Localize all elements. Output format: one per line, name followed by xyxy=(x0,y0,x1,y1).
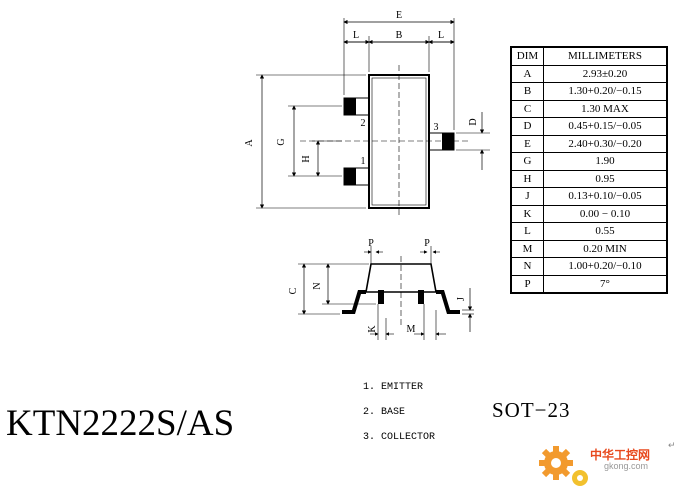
pin-number-1: 1 xyxy=(361,156,366,167)
label-c: C xyxy=(288,287,299,294)
pin-item-collector: 3. COLLECTOR xyxy=(363,432,436,443)
svg-text:↵: ↵ xyxy=(668,440,676,450)
header-dim: DIM xyxy=(510,46,544,66)
pin-list: 1. EMITTER 2. BASE 3. COLLECTOR xyxy=(363,382,435,457)
pin-item-base: 2. BASE xyxy=(363,407,406,418)
side-lead-right xyxy=(436,290,460,314)
header-millimeters: MILLIMETERS xyxy=(543,46,668,66)
millimeters-cell: 0.13+0.10/−0.05 xyxy=(543,187,668,206)
label-e: E xyxy=(396,10,402,21)
pin-number-3: 3 xyxy=(434,122,439,133)
label-p-left: P xyxy=(368,238,374,249)
millimeters-cell: 7° xyxy=(543,274,668,294)
package-name: SOT−23 xyxy=(492,398,571,422)
label-m: M xyxy=(407,324,416,335)
label-h: H xyxy=(301,155,312,162)
millimeters-cell: 2.40+0.30/−0.20 xyxy=(543,134,668,153)
label-l-right: L xyxy=(438,30,444,41)
pin-number-2: 2 xyxy=(361,118,366,129)
millimeters-cell: 2.93±0.20 xyxy=(543,64,668,83)
table-header-row: DIM MILLIMETERS xyxy=(510,46,668,66)
label-b: B xyxy=(396,30,403,41)
label-k: K xyxy=(367,325,378,333)
label-l-left: L xyxy=(353,30,359,41)
label-n: N xyxy=(312,282,323,289)
watermark-url: gkong.com xyxy=(604,461,649,471)
millimeters-cell: 0.95 xyxy=(543,169,668,188)
pin-item-emitter: 1. EMITTER xyxy=(363,382,424,393)
millimeters-cell: 0.45+0.15/−0.05 xyxy=(543,117,668,136)
millimeters-cell: 1.30 MAX xyxy=(543,99,668,118)
watermark-text: 中华工控网 xyxy=(590,448,651,462)
label-a: A xyxy=(244,139,255,147)
label-j: J xyxy=(456,297,467,301)
side-lead-left xyxy=(342,290,366,314)
label-d: D xyxy=(468,118,479,125)
label-g: G xyxy=(276,138,287,145)
label-p-right: P xyxy=(424,238,430,249)
part-number: KTN2222S/AS xyxy=(6,403,235,444)
